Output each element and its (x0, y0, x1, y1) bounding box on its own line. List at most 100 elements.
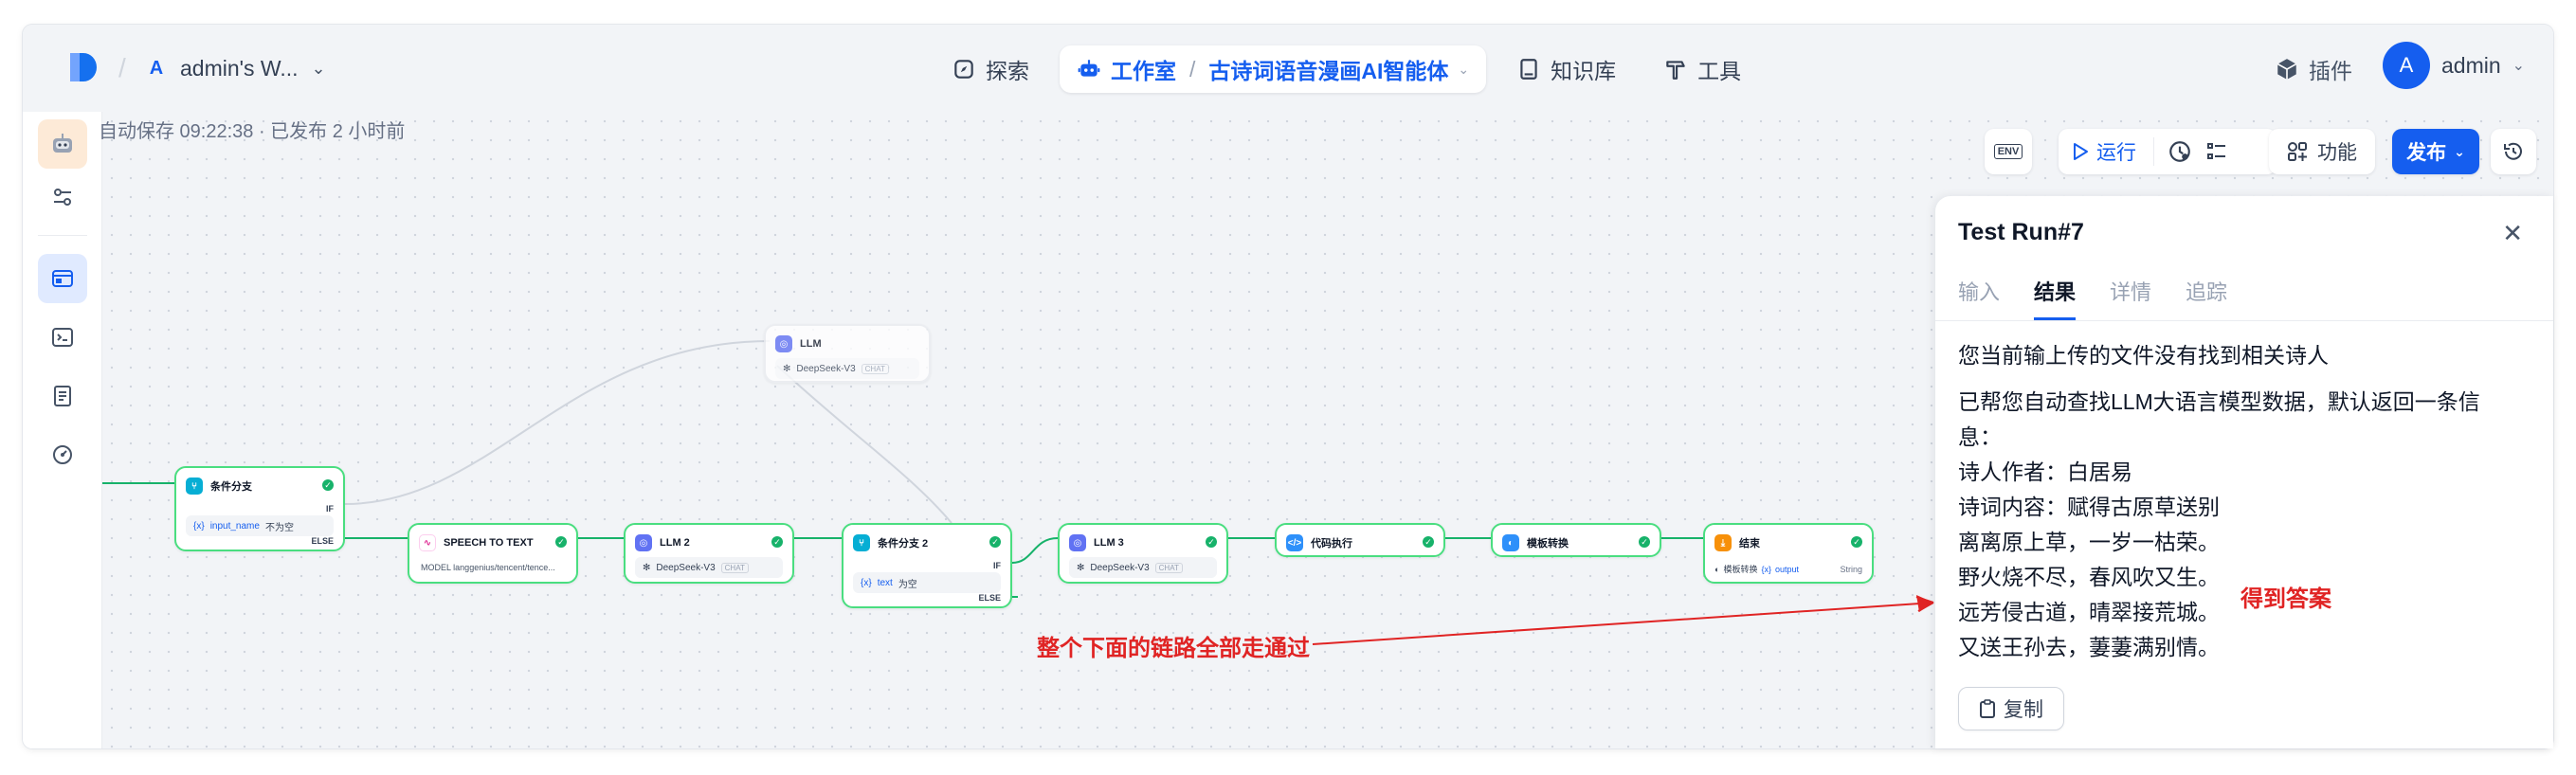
condition-var: text (877, 577, 893, 588)
plugins-button[interactable]: 插件 (2275, 53, 2352, 85)
close-icon[interactable]: ✕ (2502, 219, 2523, 247)
nav-tools[interactable]: 工具 (1646, 45, 1758, 93)
model-name: DeepSeek-V3 (796, 363, 856, 374)
code-icon: </> (1286, 534, 1303, 551)
run-button[interactable]: 运行 (2072, 137, 2154, 166)
compass-icon (954, 60, 973, 79)
result-line: 野火烧不尽，春风吹又生。 (1958, 565, 2220, 589)
features-button[interactable]: 功能 (2269, 129, 2375, 174)
result-line: 诗人作者：白居易 (1958, 460, 2132, 484)
tab-tracing[interactable]: 追踪 (2186, 280, 2228, 304)
copy-button[interactable]: 复制 (1958, 687, 2064, 730)
avatar: A (2383, 42, 2430, 89)
autosave-status: 自动保存 09:22:38 · 已发布 2 小时前 (99, 121, 406, 142)
model-name: DeepSeek-V3 (1090, 562, 1150, 573)
env-button[interactable]: ENV (1985, 129, 2032, 174)
success-check-icon: ✓ (1639, 536, 1650, 548)
condition-var: input_name (209, 520, 260, 532)
node-template-transform[interactable]: ◐ 模板转换 ✓ (1491, 523, 1661, 557)
model-tag: CHAT (1154, 562, 1183, 573)
copy-label: 复制 (2004, 699, 2043, 721)
features-label: 功能 (2317, 142, 2357, 164)
annotation-chain-note: 整个下面的链路全部走通过 (1037, 636, 1310, 661)
logs-icon[interactable] (38, 371, 87, 421)
chevron-down-icon: ⌄ (311, 58, 326, 78)
tab-input[interactable]: 输入 (1958, 280, 2001, 304)
model-name: MODEL langgenius/tencent/tence... (421, 563, 555, 572)
node-title: LLM 3 (1094, 537, 1124, 549)
breadcrumb-divider: / (118, 53, 126, 82)
user-name: admin (2441, 52, 2501, 78)
template-icon: ◐ (1502, 534, 1519, 551)
tabs-divider (1935, 320, 2553, 321)
end-icon: ⤓ (1714, 534, 1732, 551)
success-check-icon: ✓ (1423, 536, 1434, 548)
panel-tabs: 输入 结果 详情 追踪 (1958, 276, 2227, 320)
branch-icon: ⑂ (186, 478, 203, 495)
settings-sliders-icon[interactable] (38, 172, 87, 222)
success-check-icon: ✓ (771, 536, 783, 548)
model-icon: ✻ (783, 363, 791, 374)
app-name[interactable]: 古诗词语音漫画AI智能体 (1208, 59, 1449, 83)
app-icon[interactable] (38, 119, 87, 169)
workspace-initial: A (149, 57, 164, 79)
output-var: output (1774, 564, 1799, 574)
result-line: 又送王孙去，萋萋满别情。 (1958, 635, 2220, 659)
run-history-icon[interactable] (2168, 139, 2192, 164)
orchestrate-icon[interactable] (38, 254, 87, 303)
clipboard-icon (1980, 699, 1995, 718)
breadcrumb-divider: / (1189, 56, 1196, 81)
result-line: 已帮您自动查找LLM大语言模型数据，默认返回一条信息： (1958, 389, 2480, 449)
workspace-selector[interactable]: A admin's W... ⌄ (146, 47, 326, 89)
model-name: DeepSeek-V3 (656, 562, 716, 573)
model-icon: ✻ (1077, 562, 1085, 573)
left-rail (23, 112, 102, 748)
user-menu[interactable]: A admin ⌄ (2383, 42, 2525, 89)
run-label: 运行 (2096, 142, 2136, 164)
llm-icon: ◎ (775, 335, 792, 352)
nav-knowledge[interactable]: 知识库 (1499, 45, 1633, 93)
edge-branch2-llm3 (1011, 537, 1059, 564)
tab-detail[interactable]: 详情 (2110, 280, 2152, 304)
nav-explore[interactable]: 探索 (934, 45, 1046, 93)
publish-button[interactable]: 发布 ⌄ (2392, 129, 2479, 174)
edge-branch1-llm-top (344, 340, 771, 505)
node-title: 条件分支 2 (878, 538, 929, 550)
if-label: IF (993, 561, 1001, 570)
terminal-icon[interactable] (38, 313, 87, 362)
model-icon: ✻ (643, 562, 651, 573)
node-code-exec[interactable]: </>代码执行 ✓ (1275, 523, 1445, 557)
else-label: ELSE (311, 536, 334, 546)
test-run-panel: Test Run#7 ✕ 输入 结果 详情 追踪 您当前输上传的文件没有找到相关… (1935, 196, 2553, 748)
monitor-gauge-icon[interactable] (38, 430, 87, 479)
node-title: 模板转换 (1527, 538, 1569, 550)
success-check-icon: ✓ (322, 479, 334, 491)
node-title: LLM (800, 338, 822, 350)
robot-icon (53, 134, 72, 153)
variable-icon: {x} (861, 577, 872, 588)
annotation-arrow (1312, 602, 1934, 645)
main-nav: 探索 工作室 / 古诗词语音漫画AI智能体 ⌄ 知识库 工具 (934, 45, 1758, 93)
checklist-icon[interactable] (2205, 140, 2228, 163)
edge-llm-top-branch2 (776, 365, 952, 524)
node-speech-to-text[interactable]: ∿SPEECH TO TEXT ✓ MODEL langgenius/tence… (408, 523, 578, 584)
result-line: 离离原上草，一岁一枯荣。 (1958, 530, 2220, 554)
success-check-icon: ✓ (1206, 536, 1217, 548)
success-check-icon: ✓ (555, 536, 567, 548)
tab-result[interactable]: 结果 (2034, 276, 2077, 320)
model-tag: CHAT (720, 562, 749, 573)
publish-label: 发布 (2406, 142, 2447, 164)
version-history-button[interactable] (2491, 129, 2536, 174)
app-logo-icon[interactable] (68, 51, 99, 83)
branch-icon: ⑂ (853, 534, 870, 551)
success-check-icon: ✓ (989, 536, 1001, 548)
chevron-down-icon[interactable]: ⌄ (1458, 61, 1470, 77)
nav-studio[interactable]: 工作室 / 古诗词语音漫画AI智能体 ⌄ (1060, 45, 1487, 93)
node-end[interactable]: ⤓结束 ✓ ◐ 模板转换 {x} output String (1703, 523, 1874, 584)
